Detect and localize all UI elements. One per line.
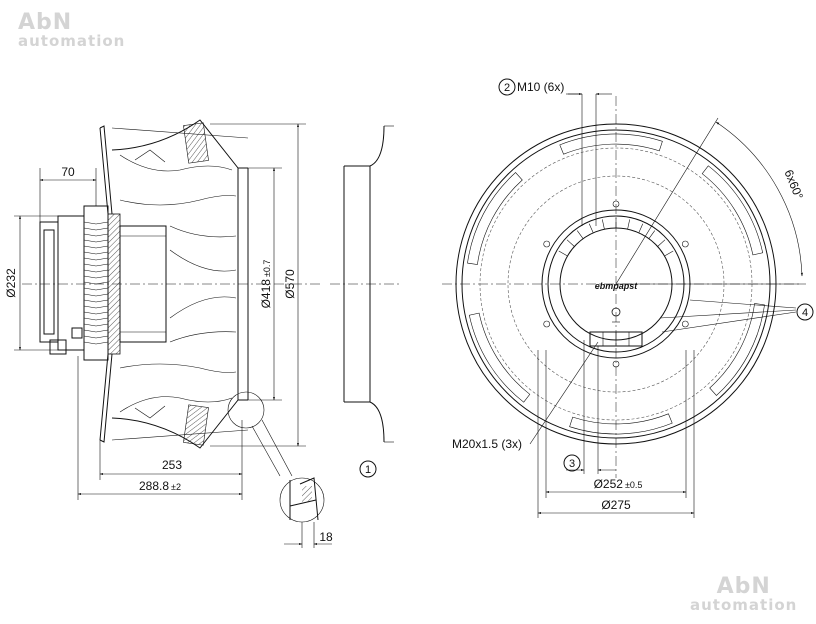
dim-570: Ø570 [210,123,306,447]
watermark-brand: AbN [716,574,771,599]
dim-18-label: 18 [319,530,333,544]
callout-3: 3 [563,340,616,474]
watermark-sub: automation [690,596,798,614]
bolt-hole [681,320,689,328]
callout-1-label: 1 [365,464,371,476]
watermark-brand: AbN [18,10,73,35]
inlet-ring [330,125,400,443]
impeller-blades [111,119,249,449]
dim-70: 70 [39,165,97,222]
slot [709,303,765,396]
motor-flange [57,215,85,351]
slot [468,312,531,403]
dim-418: Ø418±0.7 [248,167,282,401]
m10-label: M10 (6x) [517,80,564,94]
angle-dim: 6x60° [615,117,806,285]
dim-570-label: Ø570 [283,269,297,299]
angle-label: 6x60° [781,168,806,202]
ground-symbol-icon [611,307,621,317]
bolt-hole [543,240,551,248]
callout-4-label: 4 [802,307,808,319]
dim-288-label: 288.8±2 [139,479,181,493]
m20-label: M20x1.5 (3x) [452,437,522,451]
dim-288: 288.8±2 [77,356,243,500]
dim-253-label: 253 [162,458,182,472]
callout-4: 4 [659,299,814,333]
watermark-sub: automation [18,32,126,50]
dim-232-label: Ø232 [4,268,18,298]
dim-275-label: Ø275 [601,498,631,512]
callout-1: 1 [359,460,377,478]
motor-housing [39,205,109,361]
cable-gland [49,339,67,355]
dim-252-label: Ø252±0.5 [594,477,643,491]
callout-3-label: 3 [569,458,575,470]
dim-275: Ø275 [537,350,695,518]
slot [569,413,673,435]
bolt-hole [681,240,689,248]
dim-18: 18 [284,522,333,548]
bolt-hole [612,360,620,368]
watermark-top-left: AbN automation [18,12,125,49]
callout-2: 2 M10 (6x) [498,78,612,226]
bolt-holes [543,200,689,368]
side-view: 70 Ø232 Ø418±0.7 Ø570 253 [4,119,400,548]
slot [701,165,764,256]
dim-70-label: 70 [61,165,75,179]
bolt-hole [543,320,551,328]
bolt-hole [612,200,620,208]
dim-418-label: Ø418±0.7 [259,260,273,309]
slot [467,172,523,265]
motor-logo: ebmpapst [595,281,639,291]
slot [559,133,663,155]
watermark-bottom-right: AbN automation [690,576,797,613]
motor-fins [558,218,674,257]
dim-232: Ø232 [4,215,58,351]
dim-253: 253 [99,420,243,480]
m20-callout: M20x1.5 (3x) [452,341,599,451]
callout-2-label: 2 [504,82,510,94]
dim-252: Ø252±0.5 [545,350,687,498]
motor-back-cap [39,221,59,343]
detail-circle [227,391,265,429]
front-view: ebmpapst 2 M10 (6x) 6x60° [442,78,814,518]
impeller-hub [99,125,167,443]
